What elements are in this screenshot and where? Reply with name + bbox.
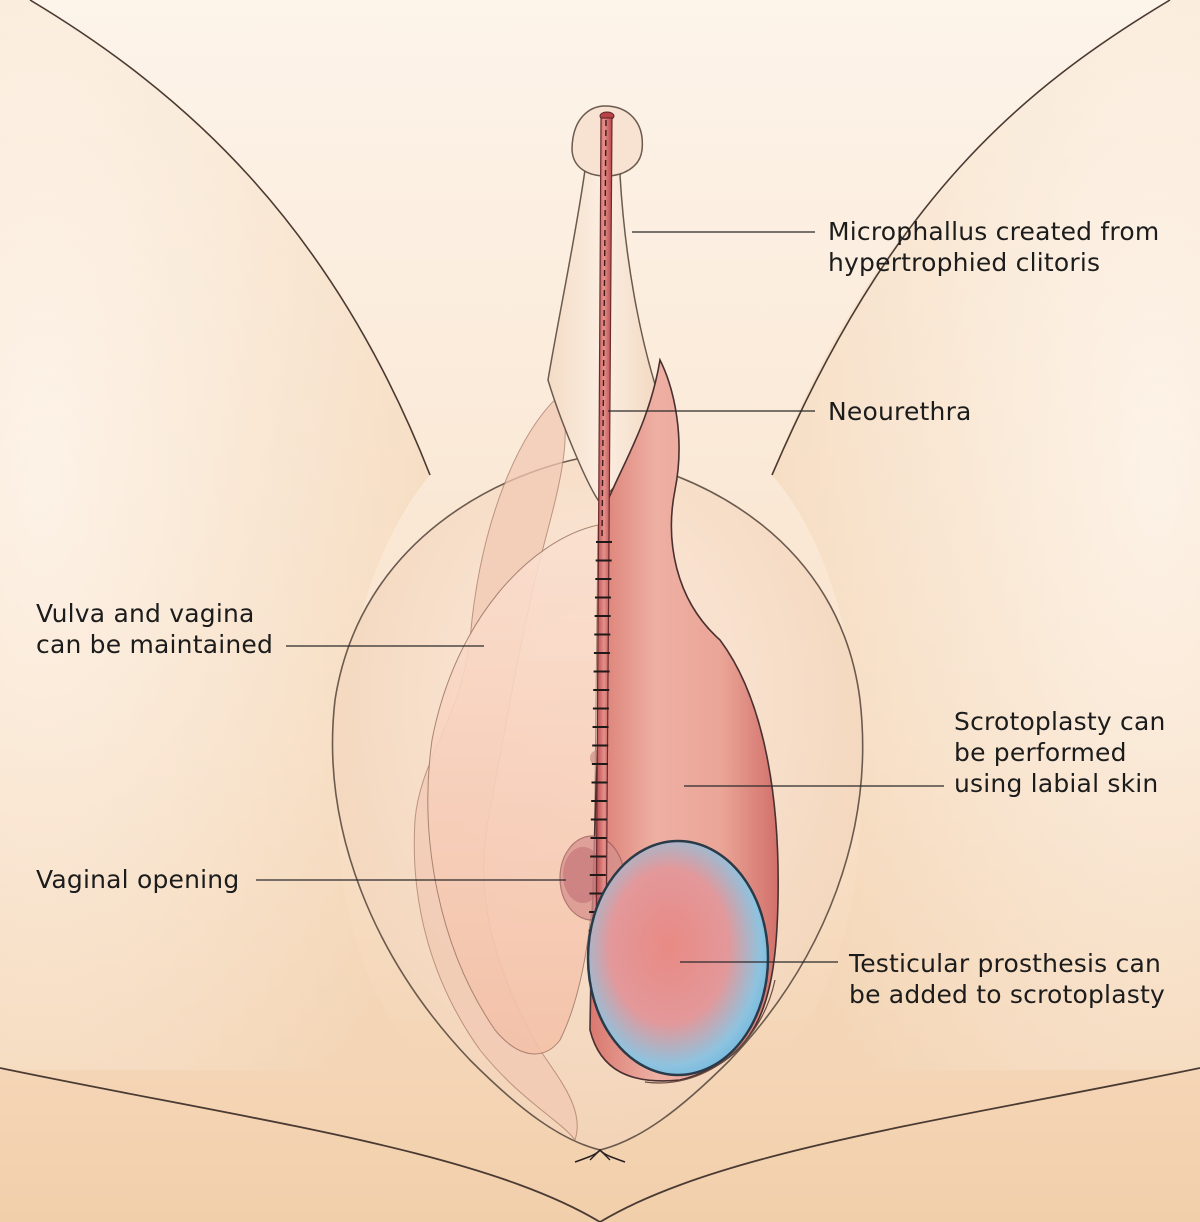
neourethra-suture-line xyxy=(601,119,607,541)
label-scrotoplasty-line3: using labial skin xyxy=(954,769,1159,798)
label-vulva: Vulva and vagina can be maintained xyxy=(36,598,273,660)
label-vulva-line1: Vulva and vagina xyxy=(36,599,255,628)
label-neourethra-line1: Neourethra xyxy=(828,397,972,426)
vaginal-opening-inner xyxy=(563,847,603,903)
left-thigh xyxy=(0,0,430,1070)
testicular-prosthesis xyxy=(586,839,770,1077)
label-vaginal-opening-line1: Vaginal opening xyxy=(36,865,240,894)
label-prosthesis: Testicular prosthesis can be added to sc… xyxy=(849,948,1165,1010)
label-microphallus: Microphallus created from hypertrophied … xyxy=(828,216,1159,278)
left-thigh-line xyxy=(29,0,431,476)
label-vaginal-opening: Vaginal opening xyxy=(36,864,239,895)
vulva-inner-labia xyxy=(427,524,599,1055)
right-buttock-line xyxy=(599,1067,1200,1222)
left-buttock-line xyxy=(0,1067,601,1222)
label-scrotoplasty: Scrotoplasty can be performed using labi… xyxy=(954,706,1166,799)
scrotum-fold xyxy=(644,979,776,1084)
label-prosthesis-line2: be added to scrotoplasty xyxy=(849,980,1165,1009)
label-prosthesis-line1: Testicular prosthesis can xyxy=(849,949,1162,978)
label-scrotoplasty-line1: Scrotoplasty can xyxy=(954,707,1166,736)
right-thigh xyxy=(770,0,1200,1070)
label-vulva-line2: can be maintained xyxy=(36,630,274,659)
label-microphallus-line1: Microphallus created from xyxy=(828,217,1160,246)
label-scrotoplasty-line2: be performed xyxy=(954,738,1127,767)
label-microphallus-line2: hypertrophied clitoris xyxy=(828,248,1101,277)
label-neourethra: Neourethra xyxy=(828,396,972,427)
right-thigh-line xyxy=(771,0,1171,476)
